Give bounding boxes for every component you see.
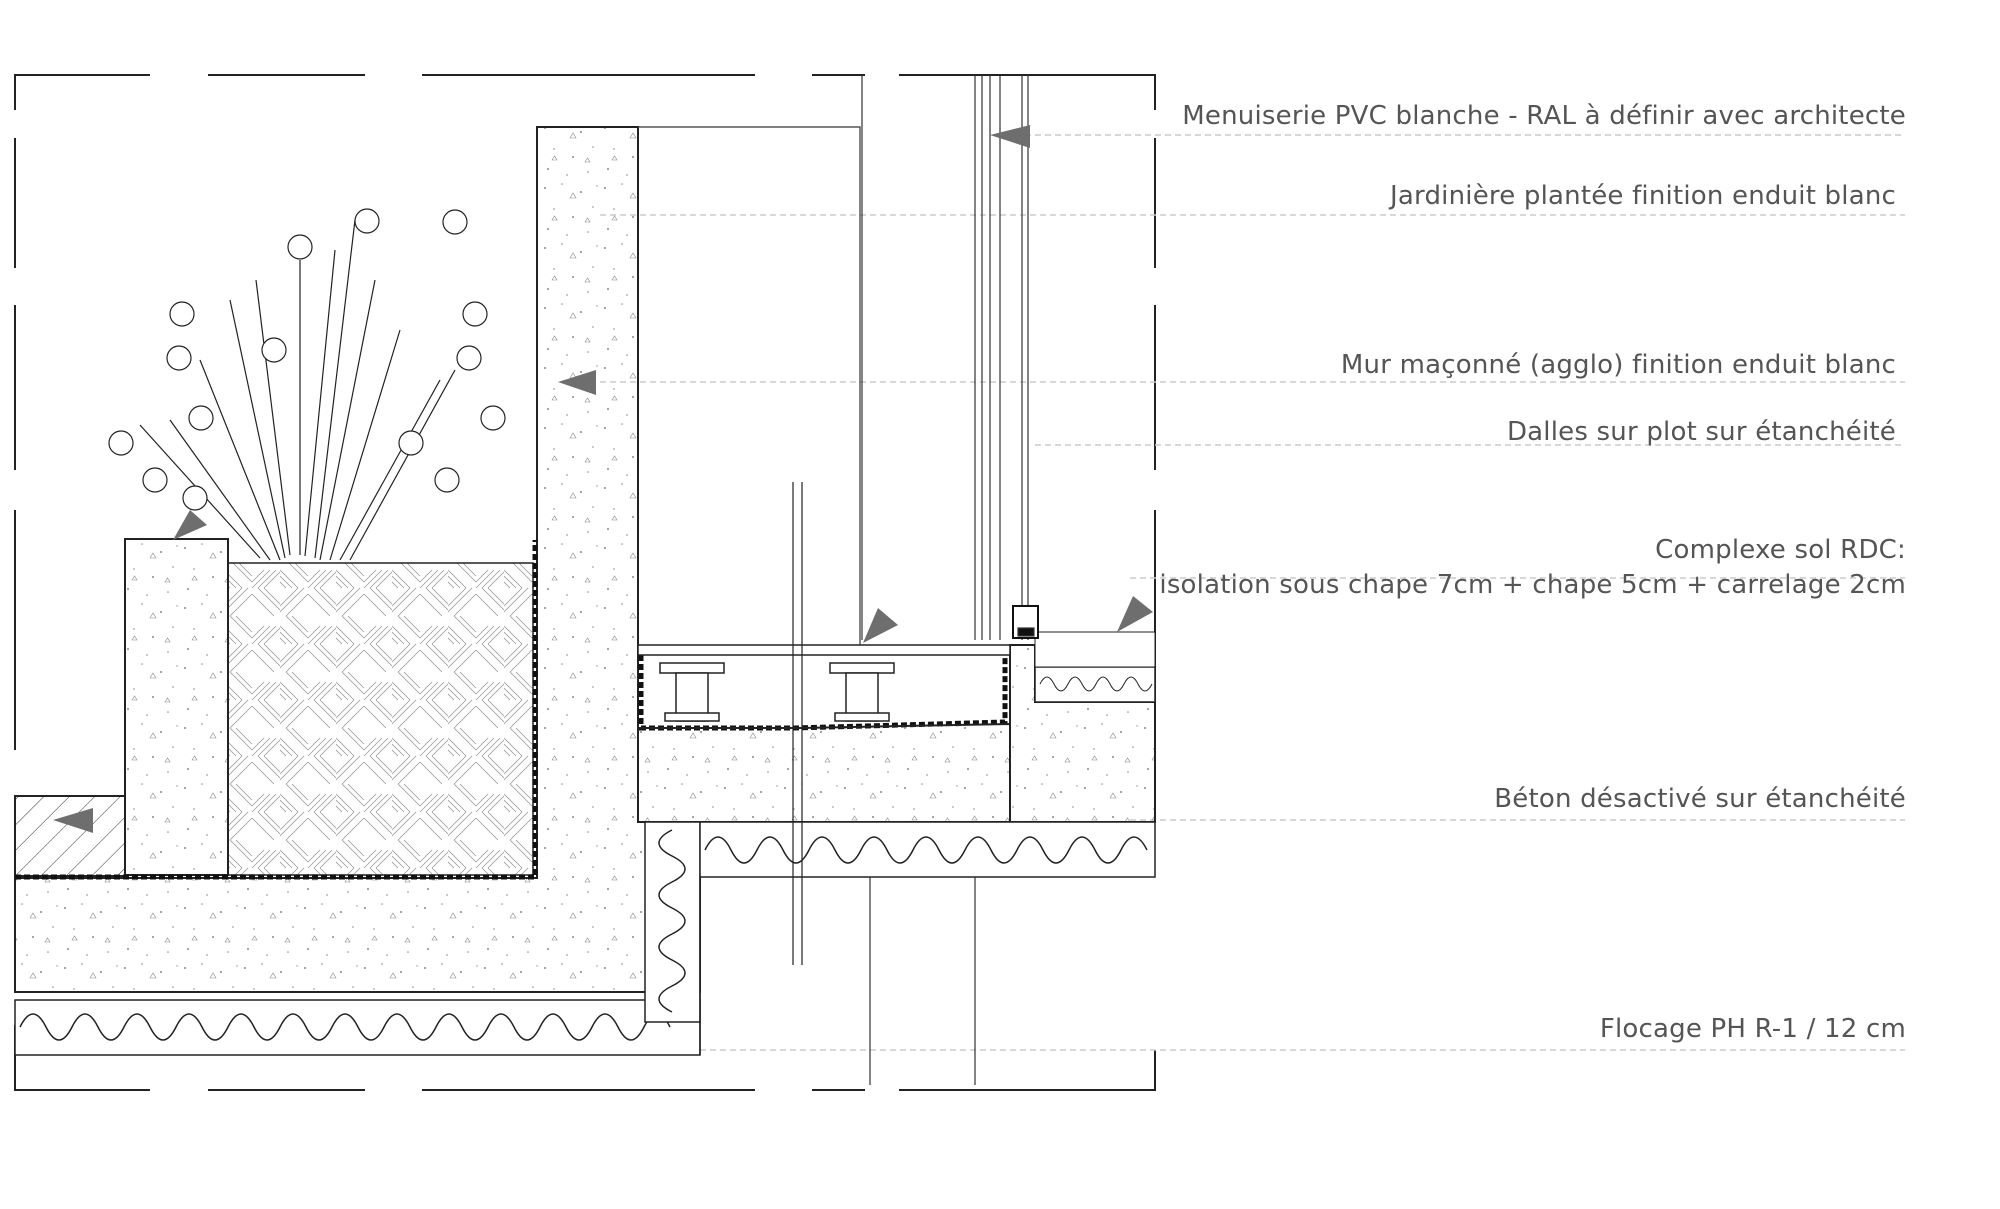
- leader-arrows: [53, 125, 1153, 833]
- flocage-insulation: [14, 821, 1156, 1056]
- label-complexe-title: Complexe sol RDC:: [1655, 535, 1906, 565]
- terrace-slab: [637, 722, 1011, 823]
- label-beton: Béton désactivé sur étanchéité: [1494, 784, 1906, 814]
- planter-wall: [124, 538, 229, 876]
- label-flocage: Flocage PH R-1 / 12 cm: [1599, 1014, 1906, 1044]
- label-complexe-detail: isolation sous chape 7cm + chape 5cm + c…: [1159, 570, 1906, 600]
- label-menuiserie: Menuiserie PVC blanche - RAL à définir a…: [1182, 101, 1906, 131]
- leader-lines: [600, 134, 1905, 1051]
- frame: [14, 74, 1156, 1091]
- label-mur: Mur maçonné (agglo) finition enduit blan…: [1340, 350, 1896, 380]
- axis-line: [792, 482, 803, 965]
- interior-insulation: [1034, 666, 1156, 703]
- planter-soil: [227, 562, 534, 876]
- label-dalles: Dalles sur plot sur étanchéité: [1506, 417, 1896, 447]
- window-frame: [638, 75, 1039, 645]
- planter-plant: [108, 208, 506, 561]
- pedestal-tiles: [637, 644, 1011, 722]
- label-jardiniere: Jardinière plantée finition enduit blanc: [1390, 181, 1896, 211]
- soil-hatch: [14, 795, 126, 877]
